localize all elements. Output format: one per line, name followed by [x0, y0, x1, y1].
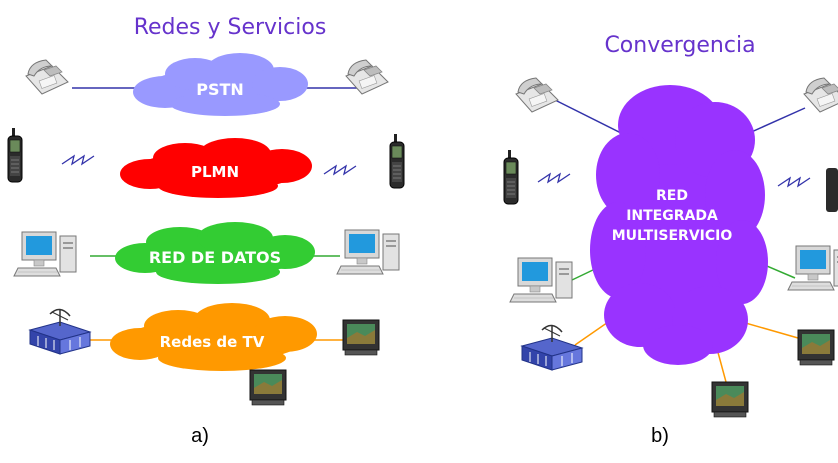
radio-wave-icon	[777, 177, 811, 187]
cloud-redes-de-tv: Redes de TV	[110, 303, 317, 371]
cloud-label-red: RED	[656, 188, 688, 204]
panel-b: Convergencia R	[503, 33, 838, 447]
television-icon	[342, 319, 380, 356]
satellite-station-icon	[29, 308, 91, 355]
cloud-label-redes-de-tv: Redes de TV	[160, 333, 265, 351]
radio-wave-icon	[323, 165, 357, 175]
cloud-label-plmn: PLMN	[191, 163, 239, 181]
cloud-plmn: PLMN	[120, 138, 312, 198]
computer-icon	[13, 231, 77, 277]
telephone-icon	[515, 77, 559, 113]
telephone-icon	[803, 77, 838, 113]
panel-b-title: Convergencia	[604, 33, 755, 58]
panel-b-caption: b)	[651, 425, 669, 447]
mobile-phone-icon	[503, 149, 519, 205]
panel-a-title: Redes y Servicios	[134, 15, 327, 40]
computer-icon	[509, 257, 573, 303]
radio-wave-icon	[537, 173, 571, 183]
satellite-station-icon	[521, 324, 583, 371]
television-icon	[711, 381, 749, 418]
cloud-pstn: PSTN	[133, 53, 308, 116]
computer-icon	[787, 245, 838, 291]
telephone-icon	[345, 59, 389, 95]
television-icon	[249, 369, 287, 406]
cloud-red-integrada: RED INTEGRADA MULTISERVICIO	[590, 85, 768, 365]
cloud-red-de-datos: RED DE DATOS	[115, 222, 315, 284]
panel-a: Redes y Servicios PSTN	[7, 15, 405, 447]
cloud-label-integrada: INTEGRADA	[626, 208, 718, 224]
panel-a-caption: a)	[191, 425, 209, 447]
radio-wave-icon	[61, 155, 95, 165]
mobile-phone-icon	[7, 127, 23, 183]
telephone-icon	[25, 59, 69, 95]
cloud-label-pstn: PSTN	[196, 80, 244, 99]
cloud-label-multiservicio: MULTISERVICIO	[612, 228, 733, 244]
computer-icon	[336, 229, 400, 275]
mobile-phone-icon	[826, 168, 838, 212]
mobile-phone-icon	[389, 133, 405, 189]
television-icon	[797, 329, 835, 366]
cloud-label-red-de-datos: RED DE DATOS	[149, 248, 281, 267]
